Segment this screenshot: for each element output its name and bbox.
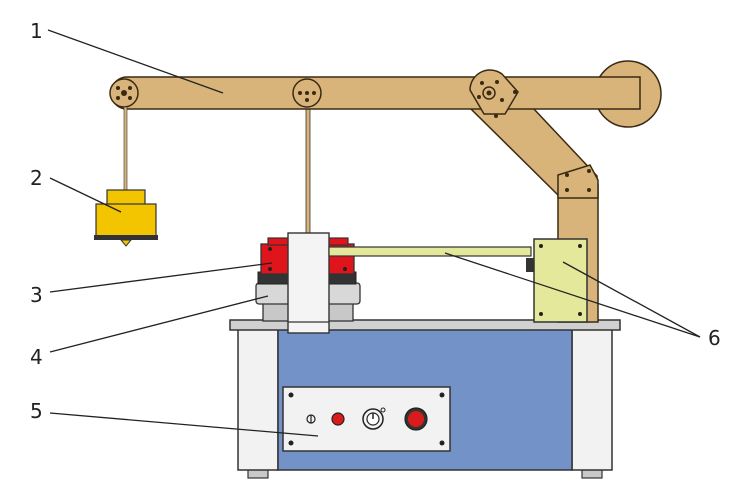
sensor-connector	[526, 258, 534, 272]
leader-3	[49, 262, 273, 293]
lever-arm	[109, 60, 662, 323]
callout-label-2: 2	[30, 166, 43, 190]
pivot-icon	[477, 80, 517, 118]
pulley-icon	[292, 78, 322, 108]
leader-6a	[444, 252, 701, 338]
panel-screw	[439, 392, 445, 398]
sensor-rod	[328, 246, 532, 257]
leader-1	[47, 29, 224, 94]
weight-hanger-rod	[123, 106, 128, 192]
load-rod	[305, 99, 311, 241]
leader-6b	[562, 261, 701, 338]
weight-tip	[119, 239, 133, 247]
sensor-box	[533, 238, 588, 323]
cabinet-left-panel	[237, 327, 279, 471]
callout-label-6: 6	[708, 326, 721, 350]
callout-label-3: 3	[30, 283, 43, 307]
leader-5	[49, 412, 319, 437]
cabinet-right-panel	[571, 327, 613, 471]
leader-2	[49, 177, 122, 213]
control-panel	[282, 386, 451, 452]
weight-base	[94, 235, 158, 240]
panel-screw	[288, 392, 294, 398]
knob-icon[interactable]	[362, 407, 386, 430]
pulley-icon	[109, 78, 139, 108]
panel-screw	[288, 440, 294, 446]
callout-leaders	[47, 29, 701, 437]
leader-4	[49, 295, 269, 353]
cabinet-top-plate	[229, 319, 621, 331]
power-button-icon[interactable]	[404, 407, 428, 431]
force-sensor	[328, 246, 534, 272]
dead-weight	[94, 106, 158, 247]
callout-label-4: 4	[30, 345, 43, 369]
guide-bracket	[287, 232, 330, 334]
indicator-light-icon	[331, 412, 345, 426]
weight-body	[95, 203, 157, 237]
callout-label-5: 5	[30, 399, 43, 423]
small-switch-icon[interactable]	[306, 414, 316, 424]
callout-label-1: 1	[30, 19, 43, 43]
panel-screw	[439, 440, 445, 446]
